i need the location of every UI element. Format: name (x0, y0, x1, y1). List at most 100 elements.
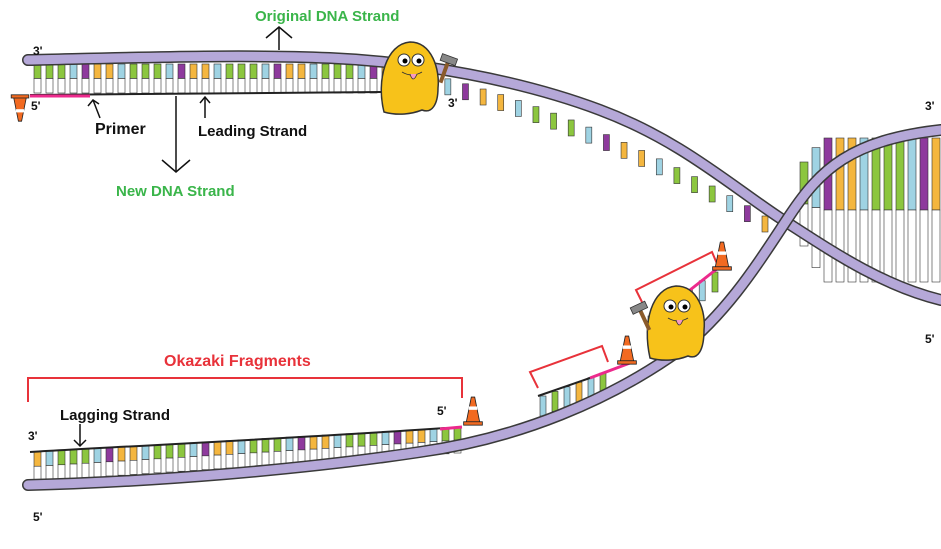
base-pair-rung (105, 78, 114, 94)
base-pair-rung (213, 78, 222, 94)
base-pair-rung (261, 438, 270, 453)
base-pair-rung (93, 447, 102, 463)
base-pair-rung (273, 437, 282, 452)
base-pair-rung (237, 439, 246, 454)
base-pair-rung (895, 209, 905, 283)
base-pair-rung (462, 83, 469, 101)
base-pair-rung (129, 459, 138, 475)
base-pair-rung (345, 78, 354, 94)
base-pair-rung (835, 137, 845, 211)
base-pair-rung (213, 441, 222, 456)
base-pair-rung (177, 457, 186, 472)
base-pair-rung (165, 457, 174, 473)
base-pair-rung (249, 63, 258, 79)
base-pair-rung (444, 78, 452, 96)
base-pair-rung (931, 209, 941, 283)
base-pair-rung (33, 63, 42, 79)
base-pair-rung (847, 209, 857, 283)
base-pair-rung (189, 63, 198, 79)
base-pair-rung (225, 440, 234, 455)
traffic-cone-icon (463, 396, 483, 426)
base-pair-rung (603, 134, 610, 151)
base-pair-rung (357, 78, 366, 94)
base-pair-rung (345, 433, 354, 448)
base-pair-rung (907, 209, 917, 283)
base-pair-rung (539, 395, 547, 417)
base-pair-rung (931, 137, 941, 211)
base-pair-rung (141, 459, 150, 474)
fragment-bracket-2 (634, 250, 719, 303)
base-pair-rung (105, 461, 114, 477)
base-pair-rung (835, 209, 845, 283)
base-pair-rung (883, 137, 893, 211)
base-pair-rung (69, 449, 78, 465)
base-pair-rung (201, 78, 210, 94)
base-pair-rung (691, 176, 698, 193)
base-pair-rung (237, 78, 246, 94)
leading-3prime: 3' (448, 96, 458, 110)
base-pair-rung (515, 100, 522, 117)
base-pair-rung (585, 126, 593, 144)
base-pair-rung (261, 78, 270, 94)
base-pair-rung (189, 456, 198, 471)
base-pair-rung (93, 63, 102, 79)
base-pair-rung (285, 78, 294, 94)
base-pair-rung (165, 63, 174, 79)
base-pair-rung (81, 462, 90, 478)
right-top-3prime: 3' (925, 99, 935, 113)
new-strand-arrow-icon (161, 96, 191, 173)
base-pair-rung (141, 63, 150, 79)
base-pair-rung (177, 63, 186, 79)
base-pair-rung (297, 63, 306, 79)
original-strand-label: Original DNA Strand (255, 8, 399, 25)
base-pair-rung (45, 450, 54, 466)
primer-arrow-icon (87, 99, 101, 119)
base-pair-rung (261, 63, 270, 79)
original-strand-arrow-icon (265, 26, 293, 50)
base-pair-rung (93, 462, 102, 478)
base-pair-rung (81, 63, 90, 79)
traffic-cone-icon (712, 241, 732, 271)
base-pair-rung (309, 78, 318, 94)
enzyme-mascot-icon (646, 285, 706, 361)
base-pair-rung (393, 430, 402, 445)
bottom-left-5prime: 5' (33, 510, 43, 524)
base-pair-rung (563, 386, 571, 408)
base-pair-rung (105, 63, 114, 79)
base-pair-rung (369, 431, 378, 446)
lagging-strand-backbone (29, 427, 446, 453)
base-pair-rung (655, 158, 663, 176)
base-pair-rung (919, 137, 929, 211)
base-pair-rung (45, 465, 54, 481)
base-pair-rung (919, 209, 929, 283)
base-pair-rung (497, 94, 505, 111)
base-pair-rung (249, 438, 258, 454)
traffic-cone-icon (617, 335, 637, 365)
lagging-arrow-icon (73, 424, 87, 448)
lagging-strand-label: Lagging Strand (60, 407, 170, 424)
base-pair-rung (117, 446, 126, 462)
base-pair-rung (129, 78, 138, 94)
base-pair-rung (129, 445, 138, 461)
base-pair-rung (357, 432, 366, 447)
base-pair-rung (273, 63, 282, 79)
base-pair-rung (744, 205, 751, 222)
base-pair-rung (141, 78, 150, 94)
top-left-3prime: 3' (33, 44, 43, 58)
base-pair-rung (333, 63, 342, 79)
base-pair-rung (225, 63, 234, 79)
base-pair-rung (479, 88, 487, 106)
base-pair-rung (33, 465, 42, 482)
lagging-primer (439, 425, 463, 431)
base-pair-rung (357, 63, 366, 79)
base-pair-rung (201, 63, 210, 79)
base-pair-rung (620, 142, 628, 159)
base-pair-rung (141, 445, 150, 460)
base-pair-rung (249, 452, 258, 467)
okazaki-label: Okazaki Fragments (164, 353, 311, 370)
base-pair-rung (273, 78, 282, 94)
base-pair-rung (273, 451, 282, 466)
base-pair-rung (333, 434, 342, 448)
base-pair-rung (726, 195, 734, 212)
